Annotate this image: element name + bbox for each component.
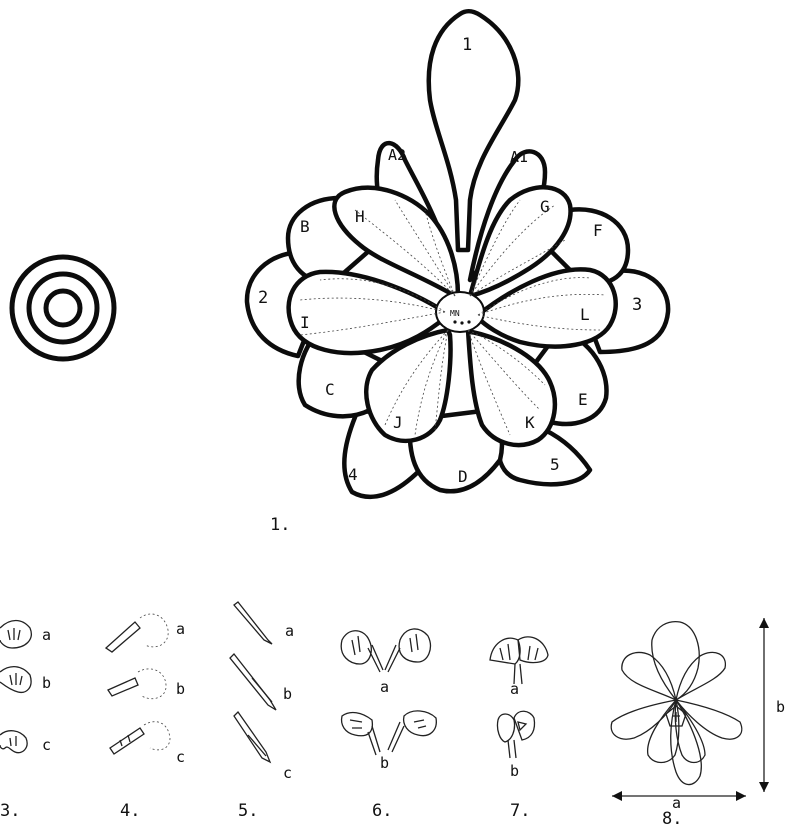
figure-3: a b c 3. (0, 621, 51, 822)
label-petal-I: I (300, 313, 310, 332)
caption-figure-1: 1. (270, 515, 290, 535)
label-petal-3: 3 (632, 295, 642, 315)
figure-6-label-a: a (380, 678, 389, 696)
label-petal-D: D (458, 467, 468, 486)
label-petal-L: L (580, 305, 590, 324)
figure-5-label-c: c (283, 764, 292, 782)
figure-4: a b c 4. (106, 614, 185, 821)
main-flower-diagram: 1 A2 A1 B H G F 2 3 I L C E J K 4 D 5 MN… (247, 11, 668, 535)
label-petal-B: B (300, 217, 310, 236)
label-petal-1: 1 (462, 35, 472, 55)
figure-7-label-a: a (510, 680, 519, 698)
label-petal-E: E (578, 390, 588, 409)
label-petal-5: 5 (550, 455, 560, 474)
figure-6-label-b: b (380, 754, 389, 772)
label-petal-K: K (525, 413, 535, 432)
caption-figure-5: 5. (238, 801, 258, 821)
label-petal-C: C (325, 380, 335, 399)
figure-7-label-b: b (510, 762, 519, 780)
figure-5-label-a: a (285, 622, 294, 640)
label-petal-4: 4 (348, 465, 358, 484)
figure-3-label-c: c (42, 736, 51, 754)
caption-figure-8: 8. (662, 809, 682, 827)
label-petal-G: G (540, 197, 550, 216)
label-petal-2: 2 (258, 288, 268, 308)
concentric-circles-icon (12, 257, 114, 359)
figure-4-label-c: c (176, 748, 185, 766)
caption-figure-4: 4. (120, 801, 140, 821)
figure-4-label-b: b (176, 680, 185, 698)
figure-5-label-b: b (283, 685, 292, 703)
label-petal-J: J (393, 413, 403, 432)
center-dot-3 (467, 320, 470, 323)
label-petal-H: H (355, 207, 365, 226)
caption-figure-7: 7. (510, 801, 530, 821)
figure-8-label-b: b (776, 698, 785, 716)
figure-7: a b 7. (490, 637, 548, 821)
figure-3-label-a: a (42, 626, 51, 644)
label-petal-A2: A2 (388, 146, 406, 164)
figure-3-label-b: b (42, 674, 51, 692)
figure-8: a b 8. (611, 618, 785, 827)
figure-5: a b c 5. (230, 602, 294, 821)
center-dot-1 (453, 320, 456, 323)
caption-figure-3: 3. (0, 801, 20, 821)
caption-figure-6: 6. (372, 801, 392, 821)
label-center: MN (450, 309, 460, 318)
center-dot-2 (460, 321, 463, 324)
figure-4-label-a: a (176, 620, 185, 638)
figure-6: a b 6. (341, 629, 436, 821)
label-petal-F: F (593, 221, 603, 240)
label-petal-A1: A1 (510, 148, 528, 166)
